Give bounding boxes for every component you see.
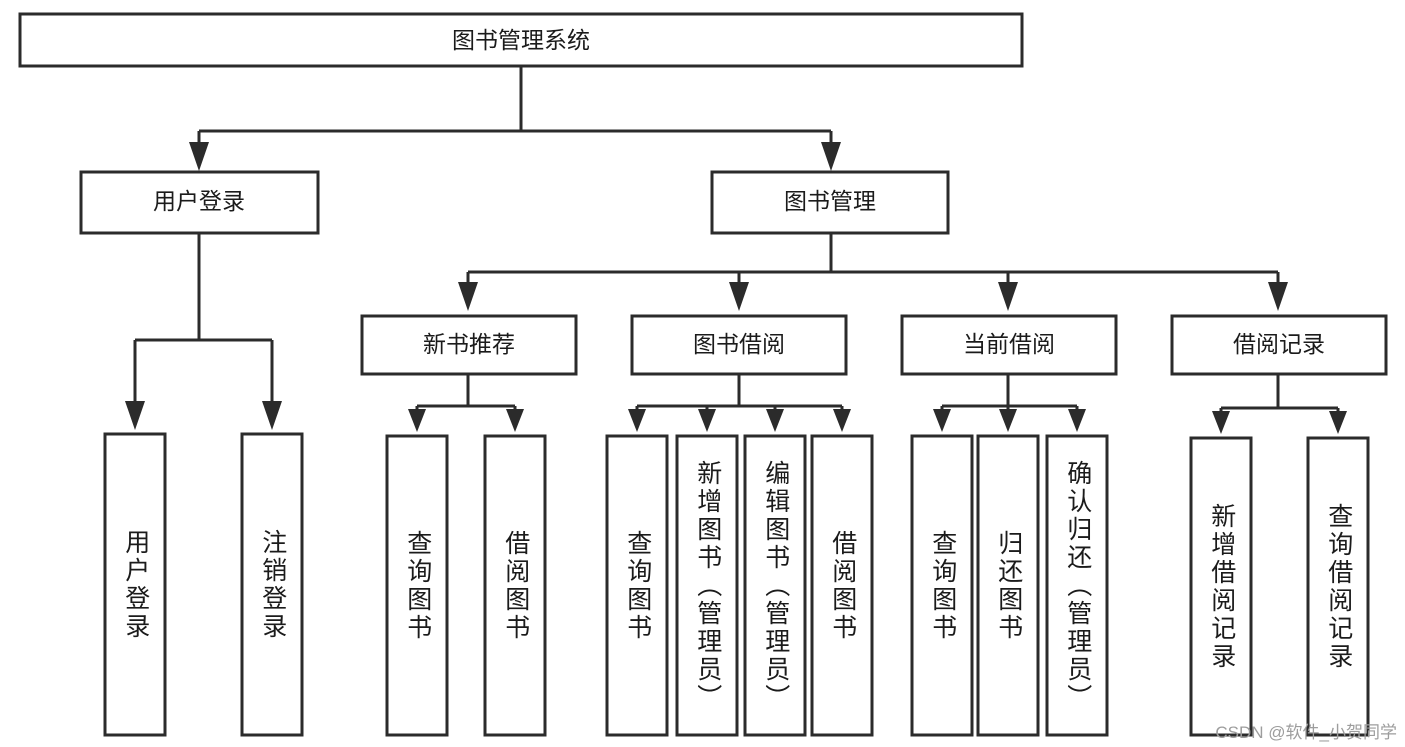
connector-newbookrec-to-leaves [408, 375, 524, 432]
node-leaf-query-record[interactable] [1306, 436, 1370, 737]
arrow-head-icon [1268, 282, 1288, 311]
connector-userlogin-to-leaves [125, 233, 282, 430]
node-leaf-confirm-return[interactable] [1045, 434, 1109, 737]
arrow-head-icon [821, 142, 841, 171]
connector-bookborrow-to-leaves [628, 375, 851, 432]
node-leaf-add-book[interactable] [675, 434, 739, 737]
arrow-head-icon [506, 409, 524, 432]
node-borrow-record[interactable] [1170, 314, 1388, 376]
node-borrow-record-label: 借阅记录 [1233, 331, 1325, 357]
node-leaf-borrow-book-2[interactable] [810, 434, 874, 737]
arrow-head-icon [189, 142, 209, 171]
node-leaf-query-book-3-label: 查询图书 [928, 529, 957, 642]
node-leaf-query-record-label: 查询借阅记录 [1324, 502, 1353, 671]
node-new-book-rec[interactable] [360, 314, 578, 376]
arrow-head-icon [998, 282, 1018, 311]
node-book-manage[interactable] [710, 170, 950, 235]
node-book-manage-label: 图书管理 [784, 188, 876, 214]
node-root-label: 图书管理系统 [452, 27, 590, 53]
connector-borrowrecord-to-leaves [1212, 375, 1347, 434]
node-leaf-return-book-label: 归还图书 [994, 529, 1023, 642]
arrow-head-icon [458, 282, 478, 311]
arrow-head-icon [262, 401, 282, 430]
node-leaf-user-login-label: 用户登录 [121, 528, 150, 641]
arrow-head-icon [833, 409, 851, 432]
arrow-head-icon [628, 409, 646, 432]
node-leaf-user-login[interactable] [103, 432, 167, 737]
node-leaf-borrow-book-1-label: 借阅图书 [501, 529, 530, 642]
node-leaf-edit-book-label: 编辑图书（管理员） [761, 459, 790, 712]
connector-root-to-level2 [189, 66, 841, 171]
node-current-borrow[interactable] [900, 314, 1118, 376]
node-leaf-add-record[interactable] [1189, 436, 1253, 737]
node-leaf-return-book[interactable] [976, 434, 1040, 737]
arrow-head-icon [729, 282, 749, 311]
arrow-head-icon [1212, 411, 1230, 434]
node-user-login[interactable] [79, 170, 320, 235]
arrow-head-icon [125, 401, 145, 430]
node-current-borrow-label: 当前借阅 [963, 331, 1055, 357]
arrow-head-icon [1068, 409, 1086, 432]
node-leaf-logout-login[interactable] [240, 432, 304, 737]
connector-currentborrow-to-leaves [933, 375, 1086, 432]
node-leaf-query-book-2-label: 查询图书 [623, 529, 652, 642]
node-leaf-borrow-book-2-label: 借阅图书 [828, 529, 857, 642]
node-leaf-borrow-book-1[interactable] [483, 434, 547, 737]
arrow-head-icon [408, 409, 426, 432]
connector-bookmanage-to-level3 [458, 233, 1288, 311]
node-leaf-query-book-1-label: 查询图书 [403, 529, 432, 642]
node-leaf-query-book-3[interactable] [910, 434, 974, 737]
node-book-borrow-label: 图书借阅 [693, 331, 785, 357]
node-new-book-rec-label: 新书推荐 [423, 331, 515, 357]
node-leaf-edit-book[interactable] [743, 434, 807, 737]
arrow-head-icon [933, 409, 951, 432]
node-root[interactable] [18, 12, 1024, 68]
node-leaf-query-book-2[interactable] [605, 434, 669, 737]
node-leaf-confirm-return-label: 确认归还（管理员） [1063, 459, 1092, 712]
node-leaf-add-book-label: 新增图书（管理员） [693, 459, 722, 712]
node-book-borrow[interactable] [630, 314, 848, 376]
node-user-login-label: 用户登录 [153, 188, 245, 214]
node-leaf-query-book-1[interactable] [385, 434, 449, 737]
arrow-head-icon [766, 409, 784, 432]
arrow-head-icon [1329, 411, 1347, 434]
arrow-head-icon [999, 409, 1017, 432]
node-leaf-add-record-label: 新增借阅记录 [1207, 502, 1236, 671]
arrow-head-icon [698, 409, 716, 432]
node-leaf-logout-login-label: 注销登录 [258, 528, 287, 641]
